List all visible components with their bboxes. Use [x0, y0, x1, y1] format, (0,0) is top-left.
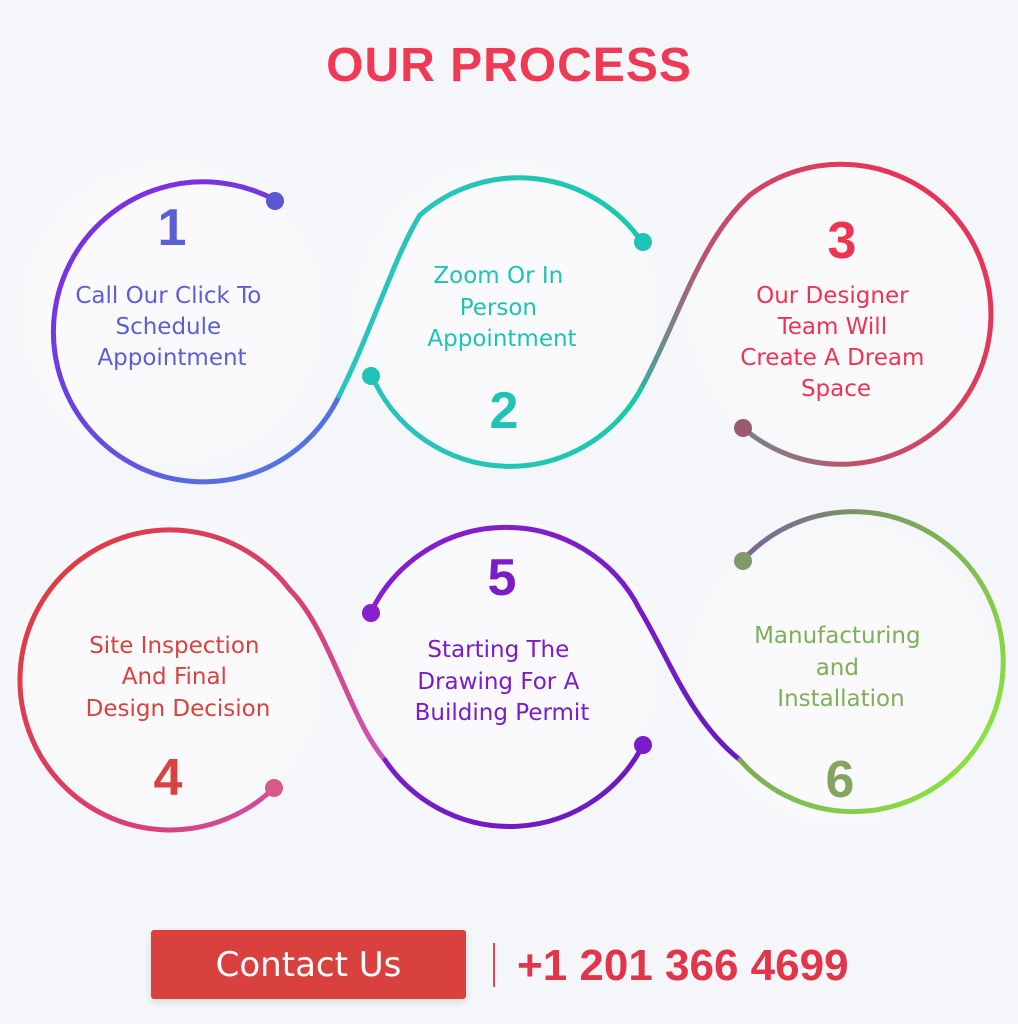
step-5-dot-bottom	[634, 736, 652, 754]
contact-us-button[interactable]: Contact Us	[151, 930, 466, 999]
step-5-text: Starting The Drawing For A Building Perm…	[415, 637, 590, 726]
step-5-lower-curve	[382, 742, 646, 829]
step-1-text: Call Our Click To Schedule Appointment	[75, 283, 268, 371]
step-3-text: Our Designer Team Will Create A Dream Sp…	[740, 283, 931, 402]
step-2-number: 2	[490, 382, 519, 440]
step-6-dot	[734, 552, 752, 570]
step-5-curve	[368, 524, 743, 763]
step-4-curve	[17, 527, 388, 833]
step-1-number: 1	[158, 199, 187, 257]
step-4-text: Site Inspection And Final Design Decisio…	[86, 633, 271, 722]
circle-cards	[22, 163, 990, 823]
step-2-dot-top	[634, 233, 652, 251]
step-4-dot	[265, 779, 283, 797]
step-3-curve	[640, 161, 994, 467]
step-4-number: 4	[154, 749, 183, 807]
step-6-curve	[737, 509, 1006, 815]
step-2-text: Zoom Or In Person Appointment	[427, 263, 576, 352]
step-2-curve	[336, 175, 645, 399]
divider	[493, 943, 495, 987]
step-5-dot-top	[362, 604, 380, 622]
phone-number[interactable]: +1 201 366 4699	[517, 941, 849, 990]
step-3-number: 3	[828, 212, 857, 270]
step-1-curve	[50, 179, 342, 485]
step-6-number: 6	[826, 751, 855, 809]
step-2-dot-bottom	[362, 367, 380, 385]
step-3-dot	[734, 419, 752, 437]
step-2-lower-curve	[369, 373, 646, 469]
step-5-number: 5	[488, 549, 517, 607]
step-1-dot	[266, 192, 284, 210]
step-6-text: Manufacturing and Installation	[754, 623, 928, 712]
page-title: OUR PROCESS	[326, 39, 692, 92]
